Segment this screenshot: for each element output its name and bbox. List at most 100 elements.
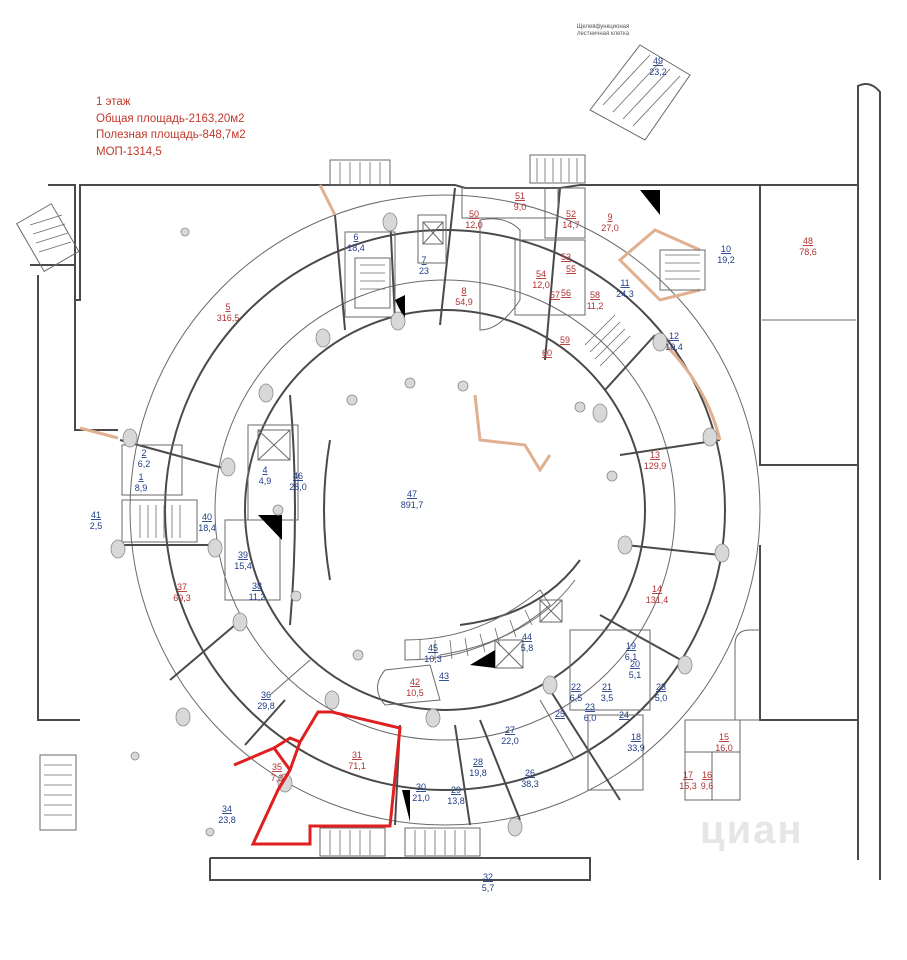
room-number: 48 bbox=[803, 236, 813, 246]
room-label: 618,4 bbox=[347, 232, 365, 253]
elevator-icon bbox=[494, 639, 524, 669]
room-area: 9,6 bbox=[701, 781, 714, 791]
room-number: 58 bbox=[590, 290, 600, 300]
room-number: 1 bbox=[138, 472, 143, 482]
room-area: 6,0 bbox=[584, 713, 597, 723]
room-area: 21,0 bbox=[412, 793, 430, 803]
room-number: 45 bbox=[428, 643, 438, 653]
room-number: 50 bbox=[469, 209, 479, 219]
room-number: 37 bbox=[177, 582, 187, 592]
room-number: 51 bbox=[515, 191, 525, 201]
stair-top-center bbox=[529, 154, 586, 184]
room-number: 20 bbox=[630, 659, 640, 669]
room-area: 6,5 bbox=[570, 693, 583, 703]
room-label: 169,6 bbox=[701, 770, 714, 791]
room-number: 16 bbox=[702, 770, 712, 780]
room-area: 71,1 bbox=[348, 761, 366, 771]
room-label: 235,0 bbox=[655, 682, 668, 703]
room-label: 53 bbox=[561, 252, 571, 262]
room-area: 54,9 bbox=[455, 297, 473, 307]
stair-45 bbox=[404, 589, 551, 661]
room-number: 29 bbox=[451, 785, 461, 795]
room-number: 26 bbox=[525, 768, 535, 778]
room-area: 19,2 bbox=[717, 255, 735, 265]
room-area: 6,1 bbox=[625, 652, 638, 662]
stair-note-line: лестничная клетка bbox=[576, 31, 630, 37]
watermark: циан bbox=[700, 808, 804, 852]
room-number: 28 bbox=[473, 757, 483, 767]
room-number: 46 bbox=[293, 471, 303, 481]
room-label: 854,9 bbox=[455, 286, 473, 307]
room-label: 723 bbox=[419, 255, 429, 276]
room-area: 5,1 bbox=[629, 670, 642, 680]
room-area: 5,0 bbox=[655, 693, 668, 703]
stair-41 bbox=[121, 499, 198, 543]
room-area: 16,0 bbox=[715, 743, 733, 753]
room-area: 15,3 bbox=[679, 781, 697, 791]
room-area: 6,2 bbox=[138, 459, 151, 469]
room-number: 57 bbox=[550, 290, 560, 300]
room-area: 5,7 bbox=[482, 883, 495, 893]
room-number: 23 bbox=[656, 682, 666, 692]
total-area: Общая площадь-2163,20м2 bbox=[96, 112, 245, 125]
room-area: 28,0 bbox=[289, 482, 307, 492]
room-label: 357,3 bbox=[271, 762, 284, 783]
room-area: 69,3 bbox=[173, 593, 191, 603]
room-number: 56 bbox=[561, 288, 571, 298]
elevators bbox=[257, 221, 563, 669]
useful-area: Полезная площадь-848,7м2 bbox=[96, 129, 246, 141]
room-number: 34 bbox=[222, 804, 232, 814]
room-area: 33,9 bbox=[627, 743, 645, 753]
room-label: 56 bbox=[561, 288, 571, 298]
room-number: 25 bbox=[555, 709, 565, 719]
room-number: 35 bbox=[272, 762, 282, 772]
room-number: 44 bbox=[522, 632, 532, 642]
room-area: 3,5 bbox=[601, 693, 614, 703]
elevator-icon bbox=[539, 599, 563, 623]
elevator-icon bbox=[422, 221, 444, 245]
room-number: 55 bbox=[566, 264, 576, 274]
room-area: 7,3 bbox=[271, 773, 284, 783]
stair-6 bbox=[354, 257, 391, 309]
shaft-markers bbox=[258, 190, 660, 822]
room-area: 15,4 bbox=[234, 561, 252, 571]
room-labels: 18,926,244,95316,5618,4723854,9927,01019… bbox=[90, 56, 817, 893]
mop-area: МОП-1314,5 bbox=[96, 145, 162, 158]
room-area: 78,6 bbox=[799, 247, 817, 257]
room-label: 519,0 bbox=[514, 191, 527, 212]
floor-title: 1 этаж bbox=[96, 96, 131, 108]
room-number: 30 bbox=[416, 782, 426, 792]
room-label: 412,5 bbox=[90, 510, 103, 531]
room-number: 42 bbox=[410, 677, 420, 687]
room-label: 325,7 bbox=[482, 872, 495, 893]
room-area: 29,8 bbox=[257, 701, 275, 711]
room-number: 43 bbox=[439, 671, 449, 681]
room-area: 9,0 bbox=[514, 202, 527, 212]
highlight-room-31[interactable] bbox=[233, 710, 402, 846]
stair-49 bbox=[589, 44, 691, 141]
stair-left-bottom bbox=[39, 754, 77, 831]
room-area: 18,4 bbox=[198, 523, 216, 533]
room-number: 5 bbox=[225, 302, 230, 312]
